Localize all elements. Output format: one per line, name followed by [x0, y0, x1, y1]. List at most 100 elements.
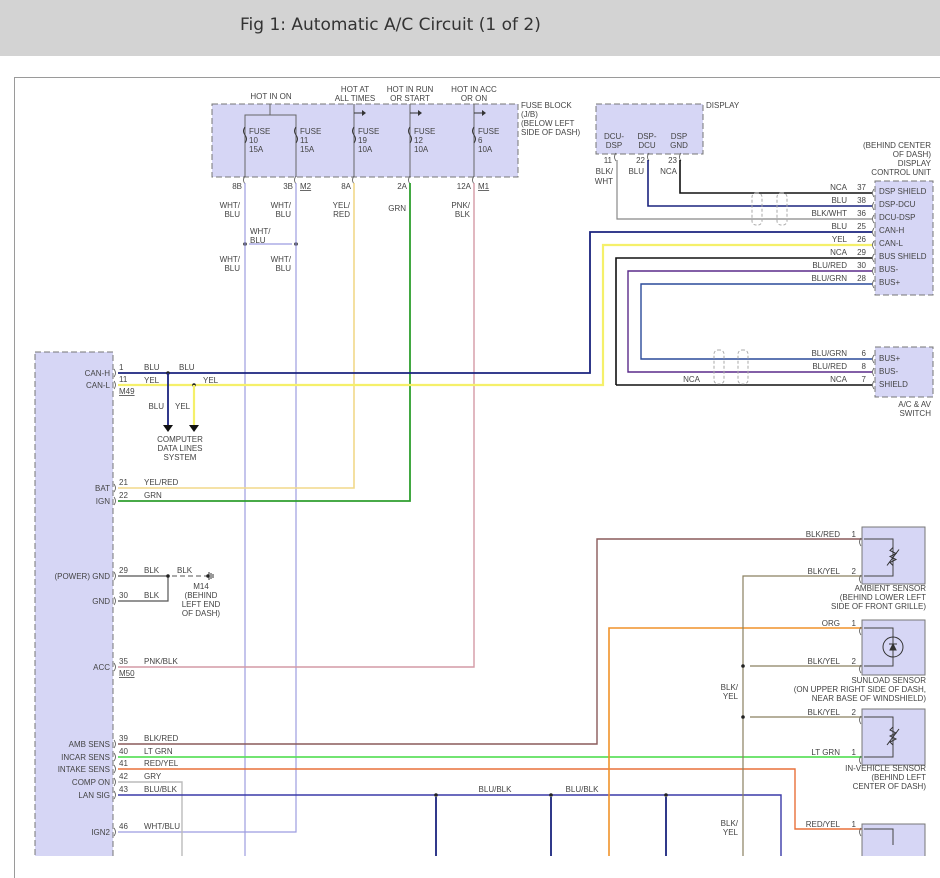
wire-label: WHT/ — [220, 255, 241, 264]
switch-wire-label: NCA — [830, 375, 848, 384]
switch-label: SWITCH — [899, 409, 931, 418]
dcu-pin-name: DSP SHIELD — [879, 187, 927, 196]
module-pin-terminal-icon — [113, 764, 116, 774]
computer-data-lines-label: DATA LINES — [157, 444, 202, 453]
switch-pin-number: 6 — [862, 349, 867, 358]
dcu-pin-number: 29 — [857, 248, 866, 257]
splice-dot — [741, 664, 745, 668]
dcu-pin-terminal-icon — [872, 279, 875, 289]
fuse-rating: 15A — [300, 145, 315, 154]
module-pin-terminal-icon — [113, 496, 116, 506]
wire-label: BLU — [275, 264, 291, 273]
dcu-pin-terminal-icon — [872, 214, 875, 224]
fuse-icon — [294, 126, 298, 144]
ac-control-module — [34, 351, 114, 856]
ambient-sensor-label: AMBIENT SENSOR — [855, 584, 927, 593]
computer-data-lines-label: SYSTEM — [164, 453, 197, 462]
wire-nca — [679, 160, 872, 194]
module-pin-terminal-icon — [113, 827, 116, 837]
in_vehicle-sensor-label: (BEHIND LEFT — [871, 773, 926, 782]
photodiode-icon — [889, 642, 897, 651]
dcu-pin-name: CAN-L — [879, 239, 904, 248]
wire-label: BLU/BLK — [479, 785, 513, 794]
module-wire-label: GRY — [144, 772, 162, 781]
wire-gry — [118, 781, 183, 856]
dcu-pin-name: CAN-H — [879, 226, 905, 235]
fuse-icon — [408, 126, 412, 144]
connector-id: M2 — [300, 182, 312, 191]
sensor-wire-label: RED/YEL — [806, 820, 841, 829]
module-pin-number: 1 — [119, 363, 124, 372]
module-pin-terminal-icon — [113, 571, 116, 581]
module-pin-number: 30 — [119, 591, 128, 600]
display-pin-number: 22 — [636, 156, 645, 165]
module-pin-number: 39 — [119, 734, 128, 743]
fuse-rating: 10A — [414, 145, 429, 154]
fuse-number: 19 — [358, 136, 367, 145]
module-pin-terminal-icon — [113, 483, 116, 493]
ac-av-switch — [874, 346, 934, 398]
sunload-sensor-label: NEAR BASE OF WINDSHIELD) — [812, 694, 927, 703]
connector-id: M49 — [119, 387, 135, 396]
sensor-wire-label: BLK/RED — [806, 530, 840, 539]
wire-label: YEL/ — [333, 201, 351, 210]
sensor-internal — [864, 828, 894, 845]
fuse-terminal: 2A — [397, 182, 407, 191]
wire-label: BLU — [224, 210, 240, 219]
dcu-wire-label: NCA — [830, 248, 848, 257]
dcu-pin-number: 37 — [857, 183, 866, 192]
arrow-right-icon — [418, 110, 422, 116]
fuse-rating: 10A — [358, 145, 373, 154]
wire-label: BLK/ — [721, 683, 739, 692]
switch-wire-label: BLU/RED — [812, 362, 847, 371]
hot-label: ALL TIMES — [335, 94, 375, 103]
wire-label: WHT — [595, 177, 613, 186]
display-label: DISPLAY — [706, 101, 740, 110]
arrow-right-icon — [362, 110, 366, 116]
switch-pin-name: BUS+ — [879, 354, 900, 363]
module-wire-label: BLK — [144, 591, 160, 600]
wire-blu-grn — [640, 283, 872, 360]
dcu-pin-terminal-icon — [872, 253, 875, 263]
sensor-pin-number: 1 — [852, 748, 857, 757]
dcu-pin-number: 30 — [857, 261, 866, 270]
arrow-right-icon — [482, 110, 486, 116]
wire-label: YEL — [175, 402, 191, 411]
ground-location: (BEHIND — [185, 591, 218, 600]
ambient-sensor-label: SIDE OF FRONT GRILLE) — [831, 602, 926, 611]
module-pin-name: ACC — [93, 663, 110, 672]
wire-pnk-blk — [118, 183, 475, 668]
wire-blk-yel — [742, 575, 872, 856]
ambient-sensor-label: (BEHIND LOWER LEFT — [840, 593, 926, 602]
module-pin-terminal-icon — [113, 380, 116, 390]
computer-data-lines-label: COMPUTER — [157, 435, 203, 444]
connector-id: M50 — [119, 669, 135, 678]
wire-label: YEL — [203, 376, 219, 385]
switch-pin-terminal-icon — [872, 380, 875, 390]
wire-blu-blk — [118, 794, 782, 856]
fuse-number: 11 — [300, 136, 309, 145]
module-pin-number: 29 — [119, 566, 128, 575]
fuse-name: FUSE — [478, 127, 499, 136]
module-pin-terminal-icon — [113, 777, 116, 787]
fuse-terminal: 12A — [457, 182, 472, 191]
switch-pin-terminal-icon — [872, 367, 875, 377]
wire-red-yel — [118, 768, 872, 830]
module-pin-terminal-icon — [113, 596, 116, 606]
wire-blk — [118, 576, 169, 602]
module-pin-name: BAT — [95, 484, 110, 493]
module-pin-terminal-icon — [113, 662, 116, 672]
fuse-terminal-icon — [294, 175, 297, 185]
module-pin-name: COMP ON — [72, 778, 110, 787]
fuse-icon — [352, 126, 356, 144]
dcu-label: (BEHIND CENTER — [863, 141, 931, 150]
ground-location: LEFT END — [182, 600, 221, 609]
fuse-icon — [472, 126, 476, 144]
wire-label: WHT/ — [250, 227, 271, 236]
sensor-pin-terminal-icon — [859, 537, 862, 547]
module-pin-name: GND — [92, 597, 110, 606]
dcu-wire-label: BLK/WHT — [811, 209, 847, 218]
sensor-wire-label: ORG — [822, 619, 840, 628]
module-pin-number: 11 — [119, 375, 128, 384]
splice-dot — [166, 574, 170, 578]
